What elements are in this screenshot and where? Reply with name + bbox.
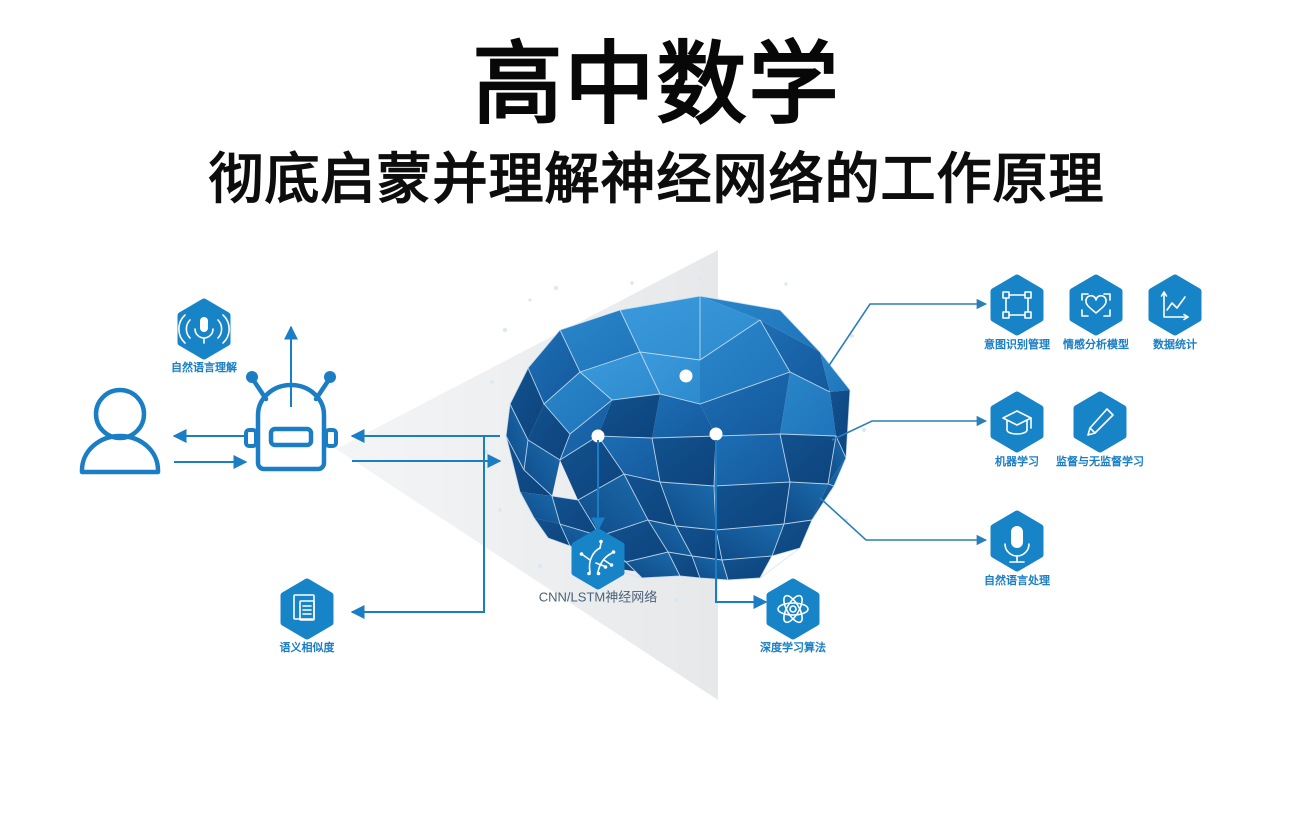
node-label: 自然语言处理	[984, 573, 1050, 587]
brain-bottom-connectors	[591, 440, 768, 609]
node-machine-learning[interactable]: 机器学习	[990, 391, 1044, 468]
node-nlu[interactable]: 自然语言理解	[171, 298, 237, 374]
node-cnn-lstm[interactable]: CNN/LSTM神经网络	[539, 528, 657, 604]
node-nlp[interactable]: 自然语言处理	[984, 510, 1050, 587]
atom-icon	[777, 594, 809, 624]
node-deep-learning[interactable]: 深度学习算法	[760, 578, 826, 654]
node-intent-recognition[interactable]: 意图识别管理	[984, 274, 1050, 351]
brain-output-connectors	[819, 298, 988, 546]
node-label: 机器学习	[995, 454, 1039, 468]
neural-network-icon	[579, 539, 616, 576]
robot-brain-connectors	[350, 429, 502, 619]
node-supervised-unsupervised[interactable]: 监督与无监督学习	[1056, 391, 1144, 468]
node-label: 深度学习算法	[760, 640, 826, 654]
pencil-icon	[1087, 408, 1114, 436]
user-robot-connectors	[172, 325, 298, 469]
node-label: 语义相似度	[280, 640, 336, 654]
graduation-cap-icon	[1002, 410, 1032, 435]
node-semantic-similarity[interactable]: 语义相似度	[280, 578, 336, 654]
microphone-icon	[1004, 526, 1030, 563]
node-label: 数据统计	[1153, 337, 1197, 351]
node-label: 监督与无监督学习	[1056, 454, 1144, 468]
node-data-statistics[interactable]: 数据统计	[1148, 274, 1202, 351]
node-graph-icon	[1002, 291, 1032, 319]
line-chart-icon	[1160, 291, 1189, 321]
heart-scan-icon	[1081, 293, 1111, 317]
node-sentiment-model[interactable]: 情感分析模型	[1063, 274, 1129, 351]
microphone-waves-icon	[178, 314, 230, 344]
node-label: 意图识别管理	[984, 337, 1050, 351]
node-label: CNN/LSTM神经网络	[539, 589, 657, 604]
user-person-icon	[79, 387, 161, 475]
low-poly-brain	[483, 276, 867, 602]
node-label: 情感分析模型	[1063, 337, 1129, 351]
documents-stack-icon	[293, 594, 315, 621]
robot-head-icon	[244, 371, 338, 472]
node-label: 自然语言理解	[171, 360, 237, 374]
